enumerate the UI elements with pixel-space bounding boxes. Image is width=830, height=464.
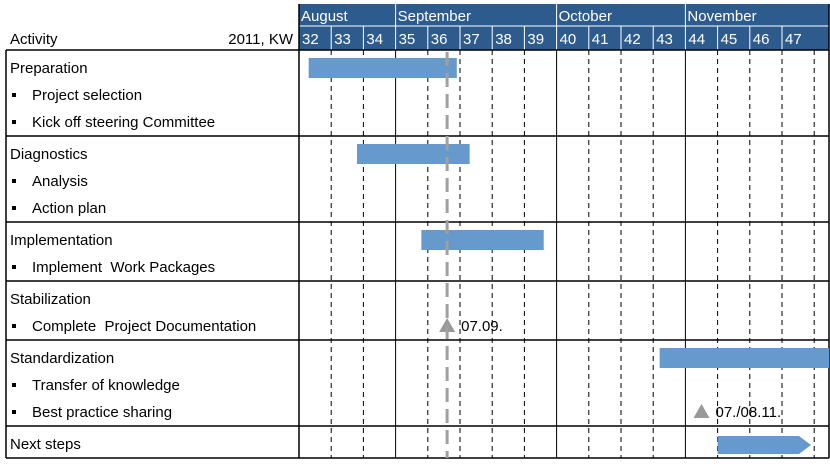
item-label: Complete Project Documentation	[32, 318, 256, 335]
item-label: Best practice sharing	[32, 404, 172, 421]
week-label: 35	[399, 31, 416, 48]
week-label: 45	[721, 31, 738, 48]
bullet-icon	[12, 324, 16, 328]
group-title: Standardization	[10, 350, 114, 367]
next-steps-arrow	[717, 436, 811, 454]
month-label: August	[301, 8, 349, 25]
milestone-icon	[693, 404, 710, 418]
group-title: Implementation	[10, 232, 113, 249]
week-label: 39	[527, 31, 544, 48]
month-label: November	[687, 8, 756, 25]
gantt-bar	[421, 230, 544, 250]
milestone-label: 07./08.11.	[716, 404, 782, 421]
week-label: 43	[656, 31, 673, 48]
bullet-icon	[12, 93, 16, 97]
background-layer	[299, 4, 829, 50]
item-label: Analysis	[32, 173, 88, 190]
group-title: Preparation	[10, 60, 88, 77]
bullet-icon	[12, 120, 16, 124]
week-label: 37	[463, 31, 480, 48]
week-label: 41	[592, 31, 609, 48]
bullet-icon	[12, 206, 16, 210]
month-label: October	[559, 8, 612, 25]
grid-layer	[5, 4, 830, 459]
gantt-bar	[356, 144, 470, 164]
year-week-header: 2011, KW	[228, 31, 294, 48]
text-layer: Activity 2011, KW August September October…	[10, 8, 802, 453]
gantt-bar	[308, 58, 457, 78]
week-label: 44	[688, 31, 705, 48]
bullet-icon	[12, 383, 16, 387]
group-title: Stabilization	[10, 291, 91, 308]
week-label: 36	[431, 31, 448, 48]
bullet-icon	[12, 410, 16, 414]
week-label: 34	[366, 31, 383, 48]
group-title: Diagnostics	[10, 146, 88, 163]
week-label: 42	[624, 31, 641, 48]
week-label: 47	[785, 31, 802, 48]
week-label: 32	[302, 31, 319, 48]
bar-layer	[308, 52, 829, 458]
week-label: 40	[560, 31, 577, 48]
bullet-icon	[12, 265, 16, 269]
group-title: Next steps	[10, 436, 81, 453]
timeline-header-band	[299, 4, 829, 50]
item-label: Project selection	[32, 87, 142, 104]
item-label: Implement Work Packages	[32, 259, 215, 276]
activity-header: Activity	[10, 31, 58, 48]
milestone-label: 07.09.	[461, 318, 503, 335]
bullet-icon	[12, 179, 16, 183]
week-label: 38	[495, 31, 512, 48]
week-label: 46	[753, 31, 770, 48]
gantt-bar	[659, 348, 829, 368]
item-label: Action plan	[32, 200, 106, 217]
month-label: September	[398, 8, 471, 25]
week-label: 33	[334, 31, 351, 48]
item-label: Transfer of knowledge	[32, 377, 180, 394]
item-label: Kick off steering Committee	[32, 114, 215, 131]
